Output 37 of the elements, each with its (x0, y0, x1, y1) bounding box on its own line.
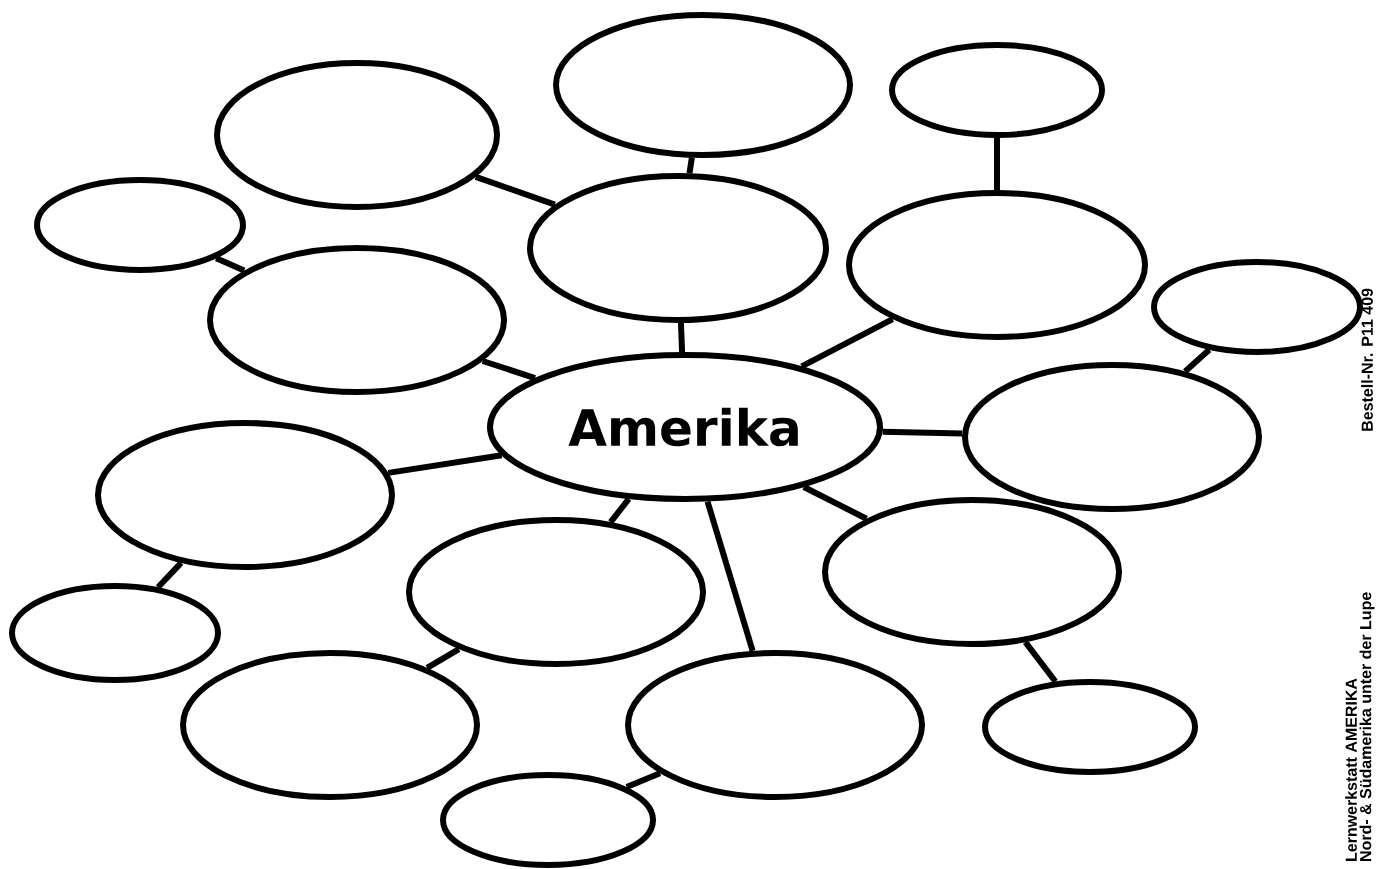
empty-ellipse (440, 772, 656, 868)
empty-ellipse (406, 517, 706, 667)
connector-line (882, 428, 963, 437)
empty-ellipse (822, 497, 1122, 647)
connector-line (800, 316, 894, 370)
connector-line (474, 173, 556, 208)
connector-line (677, 322, 686, 353)
footer-text: Bestell-Nr. P11 409 (1361, 288, 1373, 431)
footer-text: Nord- & Südamerika unter der Lupe (1359, 592, 1375, 861)
connector-line (387, 452, 503, 476)
connector-line (425, 646, 461, 671)
footer-text: Lernwerkstatt AMERIKA (1345, 678, 1357, 861)
empty-ellipse (9, 583, 221, 683)
empty-ellipse (889, 42, 1105, 138)
empty-ellipse (214, 60, 500, 210)
connector-line (1183, 347, 1212, 374)
connector-line (802, 484, 868, 522)
connector-line (215, 255, 246, 274)
connector-line (686, 157, 695, 174)
empty-ellipse (553, 12, 853, 158)
empty-ellipse (207, 245, 507, 395)
empty-ellipse (527, 173, 829, 323)
connector-line (155, 560, 184, 590)
empty-ellipse (962, 362, 1262, 512)
empty-ellipse (625, 650, 925, 800)
connector-line (608, 497, 632, 524)
connector-line (1023, 640, 1058, 684)
connector-line (994, 138, 1000, 190)
empty-ellipse (95, 420, 395, 570)
empty-ellipse (180, 650, 480, 800)
empty-ellipse (982, 679, 1198, 775)
empty-ellipse (1151, 259, 1363, 355)
connector-line (704, 500, 756, 652)
connector-line (625, 770, 662, 790)
connector-line (481, 358, 536, 381)
empty-ellipse (846, 190, 1148, 340)
empty-ellipse (34, 177, 246, 273)
